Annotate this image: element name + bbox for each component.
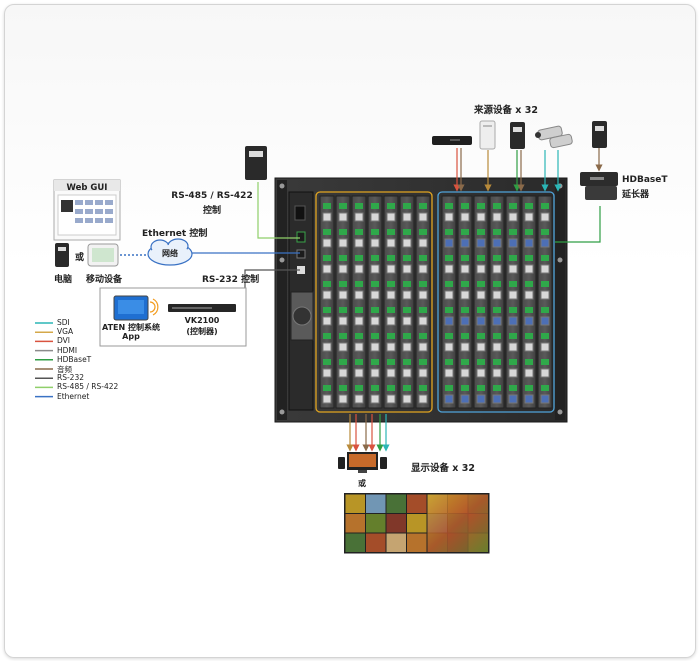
video-wall-tile (407, 514, 427, 533)
computer-label: 电脑 (54, 275, 73, 285)
web-gui-title: Web GUI (66, 183, 108, 193)
video-wall (344, 493, 490, 554)
io-card (367, 195, 383, 409)
video-wall-merged-pane (427, 494, 488, 552)
hdbaset-line (555, 206, 601, 243)
video-wall-tile (345, 494, 365, 513)
web-gui-window (53, 179, 121, 241)
rs232-control-box (99, 287, 247, 347)
network-cloud (147, 238, 193, 266)
legend-item-label: VGA (57, 327, 74, 337)
aten-app-label-line2: App (122, 332, 140, 341)
rs232-line (244, 269, 300, 295)
io-card (537, 195, 553, 409)
video-wall-tile (386, 533, 406, 552)
legend-item-label: DVI (57, 336, 70, 346)
legend-item-label: SDI (57, 318, 70, 327)
aten-app-label-line1: ATEN 控制系统 (102, 323, 160, 332)
video-wall-tile (366, 494, 386, 513)
io-card (473, 195, 489, 409)
io-cards (319, 195, 553, 409)
legend-item-label: RS-485 / RS-422 (57, 382, 119, 392)
rs485-device-icon (245, 146, 267, 180)
io-card (415, 195, 431, 409)
rs485-label-line1: RS-485 / RS-422 (171, 191, 253, 201)
video-wall-tile (345, 514, 365, 533)
io-card (383, 195, 399, 409)
display-icons (338, 452, 387, 473)
hdbaset-extender-label-line2: 延长器 (622, 190, 650, 200)
io-card (457, 195, 473, 409)
computer-icon (55, 243, 69, 267)
or-bottom-label: 或 (358, 479, 366, 488)
io-card (335, 195, 351, 409)
io-card (521, 195, 537, 409)
io-card (441, 195, 457, 409)
legend-lines (35, 322, 53, 398)
video-wall-tile (407, 533, 427, 552)
video-wall-tile (366, 514, 386, 533)
vk2100-label-line2: (控制器) (186, 327, 218, 336)
video-wall-tile (366, 533, 386, 552)
legend-item-label: RS-232 (57, 373, 84, 383)
video-wall-tile (345, 533, 365, 552)
or-left-label: 或 (75, 253, 85, 263)
video-wall-tile (407, 494, 427, 513)
display-devices-label: 显示设备 x 32 (411, 463, 475, 474)
io-card (505, 195, 521, 409)
io-card (351, 195, 367, 409)
vk2100-label-line1: VK2100 (184, 316, 220, 325)
legend-item-label: Ethernet (57, 391, 90, 401)
legend-item-label: 音频 (57, 365, 72, 374)
mobile-device-label: 移动设备 (86, 275, 123, 285)
io-card (319, 195, 335, 409)
ethernet-control-label: Ethernet 控制 (142, 229, 208, 239)
rs232-control-label: RS-232 控制 (202, 275, 260, 285)
video-wall-tile (386, 494, 406, 513)
rs485-label-line2: 控制 (202, 206, 221, 216)
mobile-device-icon (87, 243, 119, 267)
io-card (489, 195, 505, 409)
source-devices-label: 来源设备 x 32 (474, 105, 538, 116)
source-devices-icons (432, 120, 618, 200)
video-wall-tile (386, 514, 406, 533)
rs485-line (257, 182, 300, 239)
network-label: 网络 (162, 249, 178, 258)
io-card (399, 195, 415, 409)
hdbaset-extender-label-line1: HDBaseT (622, 175, 668, 185)
legend-item-label: HDBaseT (57, 354, 92, 364)
legend-item-label: HDMI (57, 345, 78, 355)
